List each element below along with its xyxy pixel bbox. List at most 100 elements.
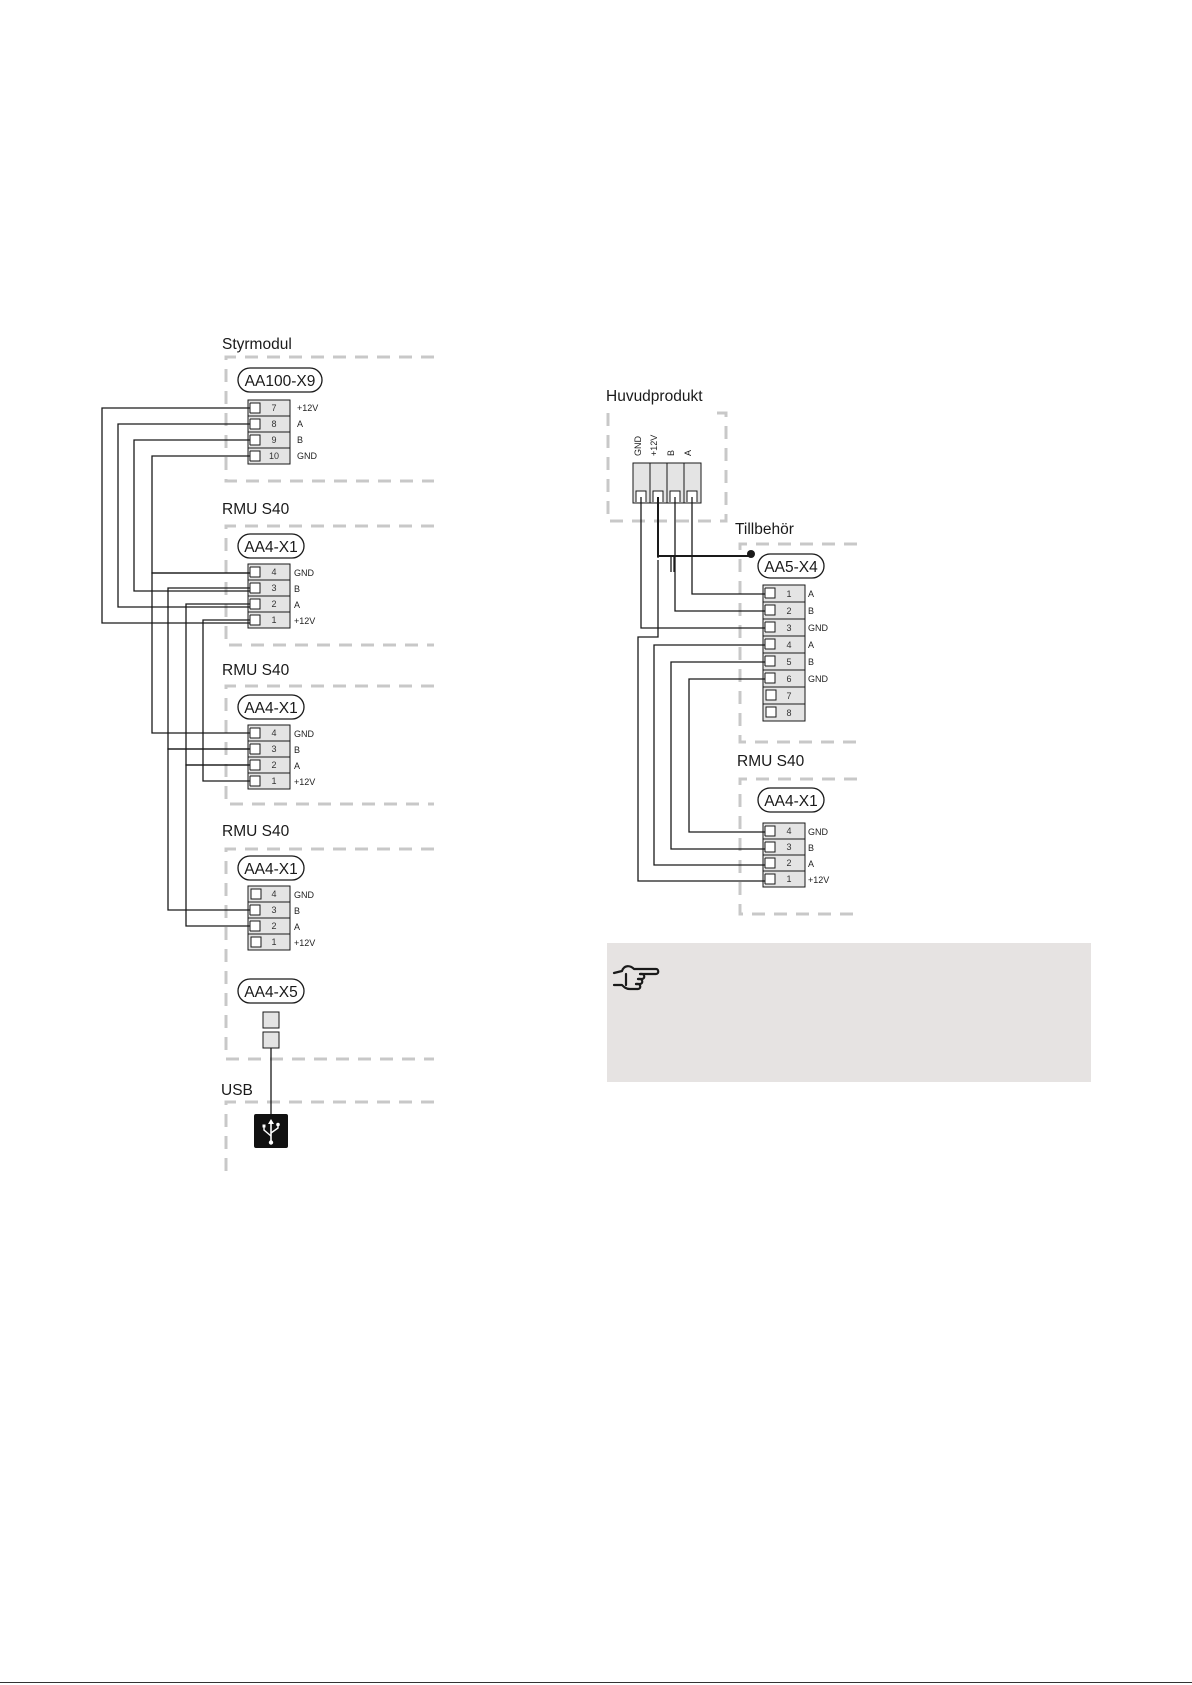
pin-signal: A <box>808 859 814 869</box>
pin-number: 1 <box>786 874 791 884</box>
section-title-rmu-s40: RMU S40 <box>737 753 805 770</box>
terminal-socket <box>765 656 775 666</box>
pin-number: 2 <box>271 921 276 931</box>
pin-signal: A <box>294 922 300 932</box>
pin-signal: B <box>294 745 300 755</box>
terminal-socket <box>765 588 775 598</box>
pin-signal: A <box>808 589 814 599</box>
pin-signal: GND <box>297 451 318 461</box>
pin-signal: B <box>808 843 814 853</box>
terminal-row: 7 +12V <box>248 400 318 416</box>
pin-number: 4 <box>786 640 791 650</box>
pin-signal: +12V <box>808 875 829 885</box>
terminal-row: 3 GND <box>763 619 829 636</box>
pin-signal: B <box>294 906 300 916</box>
section-title-styrmodul: Styrmodul <box>222 336 292 353</box>
pin-signal: GND <box>808 827 829 837</box>
terminal-socket <box>765 842 775 852</box>
pin-signal: A <box>294 600 300 610</box>
terminal-socket <box>250 599 260 609</box>
terminal-row: 1 +12V <box>248 934 315 950</box>
pin-number: 8 <box>786 708 791 718</box>
pin-number: 1 <box>271 937 276 947</box>
terminal-socket <box>250 403 260 413</box>
pin-signal: A <box>808 640 814 650</box>
terminal-row: 1 +12V <box>248 612 315 628</box>
terminal-socket <box>765 858 775 868</box>
pin-signal: GND <box>808 623 829 633</box>
pin-number: 1 <box>786 589 791 599</box>
pin-number: 3 <box>786 623 791 633</box>
terminal-socket <box>765 622 775 632</box>
pin-signal: GND <box>294 890 315 900</box>
pin-signal: GND <box>294 729 315 739</box>
connector-aa4-x1: AA4-X1 4GND 3B 2A 1+12V <box>238 534 315 628</box>
pin-signal: B <box>808 606 814 616</box>
connector-name: AA100-X9 <box>245 373 316 390</box>
pin-number: 2 <box>271 599 276 609</box>
terminal-socket <box>250 419 260 429</box>
section-title-huvudprodukt: Huvudprodukt <box>606 388 703 405</box>
connector-aa4-x5: AA4-X5 <box>238 979 304 1048</box>
connector-name: AA5-X4 <box>764 559 818 576</box>
pin-number: 1 <box>271 615 276 625</box>
connector-name: AA4-X5 <box>244 984 297 1001</box>
terminal-socket <box>250 583 260 593</box>
terminal-socket <box>250 615 260 625</box>
pin-number: 4 <box>786 826 791 836</box>
pin-number: 7 <box>271 403 276 413</box>
terminal-socket <box>765 605 775 615</box>
bus-wires-right <box>638 497 765 881</box>
terminal-socket <box>250 451 260 461</box>
connector-name: AA4-X1 <box>764 793 817 810</box>
terminal-socket <box>765 673 775 683</box>
pin-number: 10 <box>269 451 279 461</box>
pin-number: 4 <box>271 567 276 577</box>
pin-number: 6 <box>786 674 791 684</box>
pin-number: 1 <box>271 776 276 786</box>
pin-signal: A <box>294 761 300 771</box>
terminal-row: 1 +12V <box>763 871 829 887</box>
terminal-row: 10 GND <box>248 448 318 464</box>
pin-number: 4 <box>271 889 276 899</box>
usb-icon <box>254 1114 288 1148</box>
terminal-socket <box>250 760 260 770</box>
pin-signal: B <box>666 450 676 456</box>
section-title-tillbehor: Tillbehör <box>735 521 794 538</box>
pin-number: 3 <box>271 744 276 754</box>
terminal-row: 4 GND <box>763 823 829 839</box>
pin-signal: GND <box>633 436 643 457</box>
terminal-row: 7 <box>763 687 805 704</box>
connector-name: AA4-X1 <box>244 539 297 556</box>
pin-number: 2 <box>271 760 276 770</box>
pin-signal: +12V <box>294 777 315 787</box>
pin-number: 3 <box>271 583 276 593</box>
pin-signal: +12V <box>294 938 315 948</box>
pin-signal: A <box>683 450 693 456</box>
pin-number: 2 <box>786 606 791 616</box>
pin-signal: B <box>297 435 303 445</box>
terminal-socket <box>765 874 775 884</box>
pin-number: 3 <box>271 905 276 915</box>
pin-signal: B <box>808 657 814 667</box>
pin-signal: +12V <box>297 403 318 413</box>
pin-number: 3 <box>786 842 791 852</box>
terminal-socket <box>765 826 775 836</box>
pin-signal: +12V <box>294 616 315 626</box>
section-title-rmu-s40: RMU S40 <box>222 662 290 679</box>
terminal-socket <box>250 905 260 915</box>
usb-port-block <box>263 1032 279 1048</box>
terminal-row: 8 <box>763 704 805 721</box>
